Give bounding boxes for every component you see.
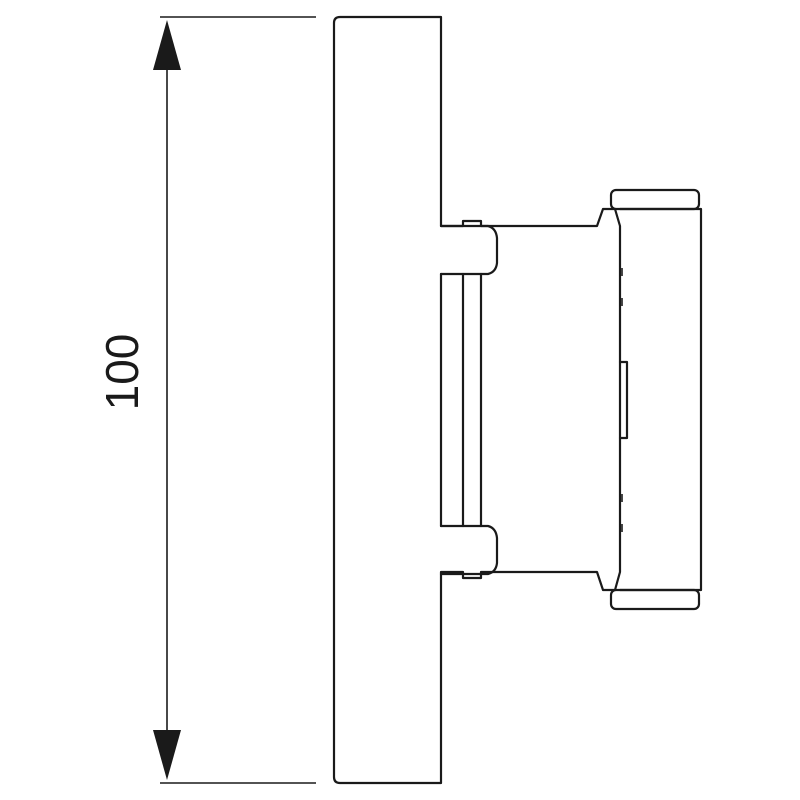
upper-clip-lug bbox=[439, 224, 499, 276]
dimension-label: 100 bbox=[96, 334, 148, 411]
housing-inner-step bbox=[618, 360, 629, 440]
bottom-cap bbox=[609, 588, 701, 611]
top-cap bbox=[609, 188, 701, 211]
lamp-housing bbox=[618, 207, 703, 592]
inner-channel bbox=[439, 272, 483, 528]
mounting-plate-outline bbox=[332, 15, 622, 785]
dimension-extension-lines bbox=[160, 16, 316, 784]
arrowhead-bottom bbox=[153, 730, 181, 780]
dimension-arrow bbox=[153, 20, 181, 780]
arrowhead-top bbox=[153, 20, 181, 70]
lower-clip-lug bbox=[439, 524, 499, 576]
